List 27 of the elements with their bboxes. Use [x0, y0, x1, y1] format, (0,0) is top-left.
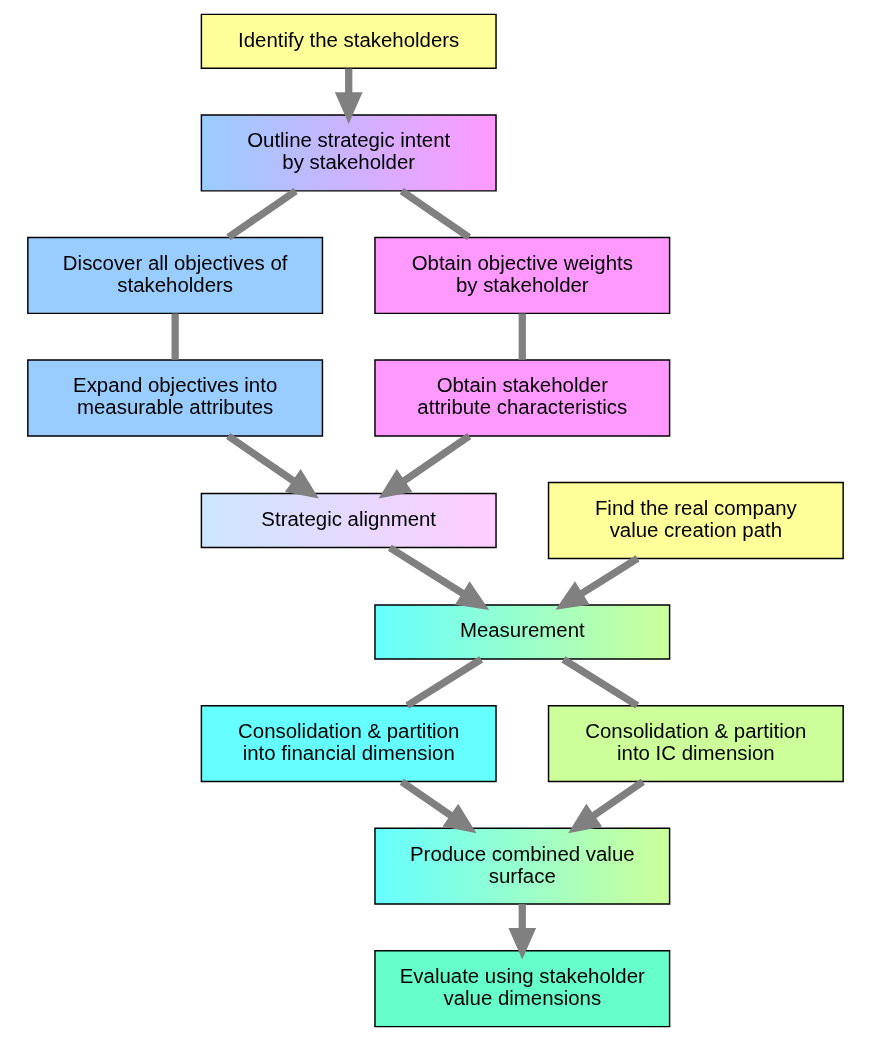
- node-box: Expand objectives into measurable attributes: [27, 359, 324, 437]
- connector: [171, 313, 179, 360]
- node-box: Strategic alignment: [200, 492, 497, 549]
- arrow: [568, 778, 645, 834]
- arrow: [555, 555, 640, 610]
- connector: [399, 187, 472, 241]
- node-box: Discover all objectives of stakeholders: [27, 236, 324, 315]
- node-box: Obtain stakeholder attribute characteristics: [374, 359, 671, 437]
- node-box: Find the real company value creation path: [547, 481, 844, 560]
- node-box: Consolidation & partition into financial dimension: [200, 705, 497, 783]
- arrow: [378, 432, 472, 499]
- arrow: [399, 778, 477, 834]
- node-box: Outline strategic intent by stakeholder: [200, 114, 497, 192]
- node-box: Identify the stakeholders: [200, 13, 497, 70]
- connector: [561, 656, 640, 709]
- arrow: [508, 904, 537, 960]
- connector: [226, 187, 298, 241]
- arrow: [334, 68, 363, 124]
- node-box: Consolidation & partition into IC dimension: [547, 705, 844, 783]
- connector: [405, 656, 484, 709]
- arrow: [226, 432, 319, 499]
- arrow: [387, 544, 490, 610]
- node-box: Measurement: [374, 604, 671, 660]
- node-box: Produce combined value surface: [374, 827, 671, 905]
- connector: [518, 313, 526, 360]
- node-box: Obtain objective weights by stakeholder: [374, 236, 671, 315]
- node-box: Evaluate using stakeholder value dimensions: [374, 950, 671, 1028]
